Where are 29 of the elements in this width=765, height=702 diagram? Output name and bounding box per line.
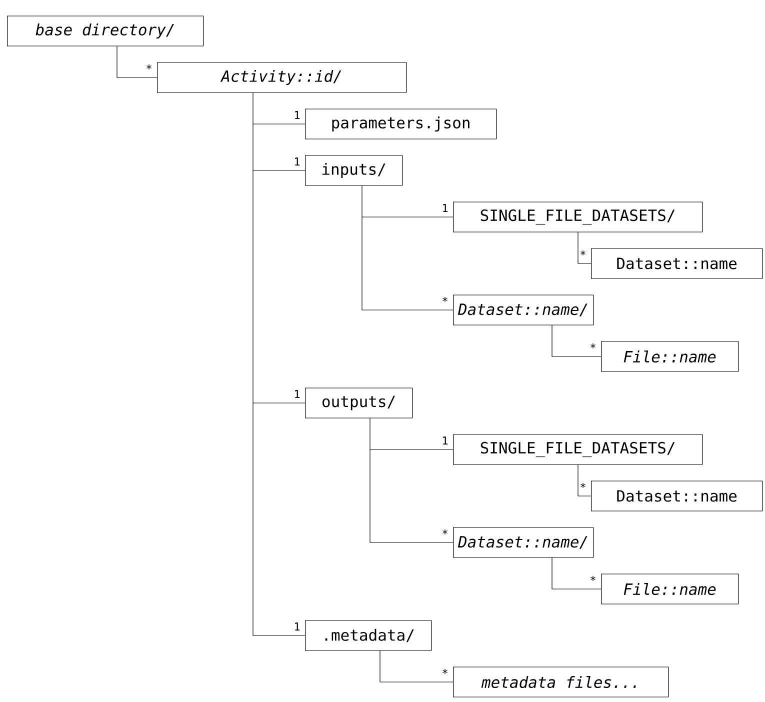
- path-box: .metadata/: [305, 620, 432, 651]
- path-box: Activity::id/: [157, 62, 407, 93]
- multiplicity-label: *: [442, 668, 448, 674]
- path-box: inputs/: [305, 155, 403, 186]
- multiplicity-label: *: [580, 250, 586, 256]
- path-box: Dataset::name/: [453, 294, 594, 326]
- path-box: File::name: [601, 341, 739, 372]
- multiplicity-label: 1: [295, 390, 300, 398]
- multiplicity-label: 1: [295, 622, 300, 631]
- path-box: parameters.json: [305, 108, 497, 140]
- multiplicity-label: 1: [443, 204, 448, 212]
- path-box: SINGLE_FILE_DATASETS/: [453, 434, 703, 465]
- path-box: SINGLE_FILE_DATASETS/: [453, 202, 703, 232]
- multiplicity-label: *: [580, 482, 586, 488]
- multiplicity-label: *: [442, 529, 448, 534]
- multiplicity-label: 1: [443, 436, 448, 445]
- path-box: base directory/: [7, 16, 204, 46]
- multiplicity-label: *: [590, 343, 596, 348]
- multiplicity-label: *: [590, 576, 596, 581]
- path-box: metadata files...: [453, 666, 669, 698]
- multiplicity-label: 1: [295, 111, 300, 120]
- multiplicity-label: *: [442, 296, 448, 302]
- path-box: Dataset::name/: [453, 527, 594, 558]
- multiplicity-label: 1: [295, 158, 300, 166]
- multiplicity-label: *: [146, 64, 152, 70]
- path-box: Dataset::name: [591, 480, 763, 512]
- path-box: Dataset::name: [591, 248, 763, 279]
- path-box: File::name: [601, 574, 739, 604]
- path-box: outputs/: [305, 388, 413, 418]
